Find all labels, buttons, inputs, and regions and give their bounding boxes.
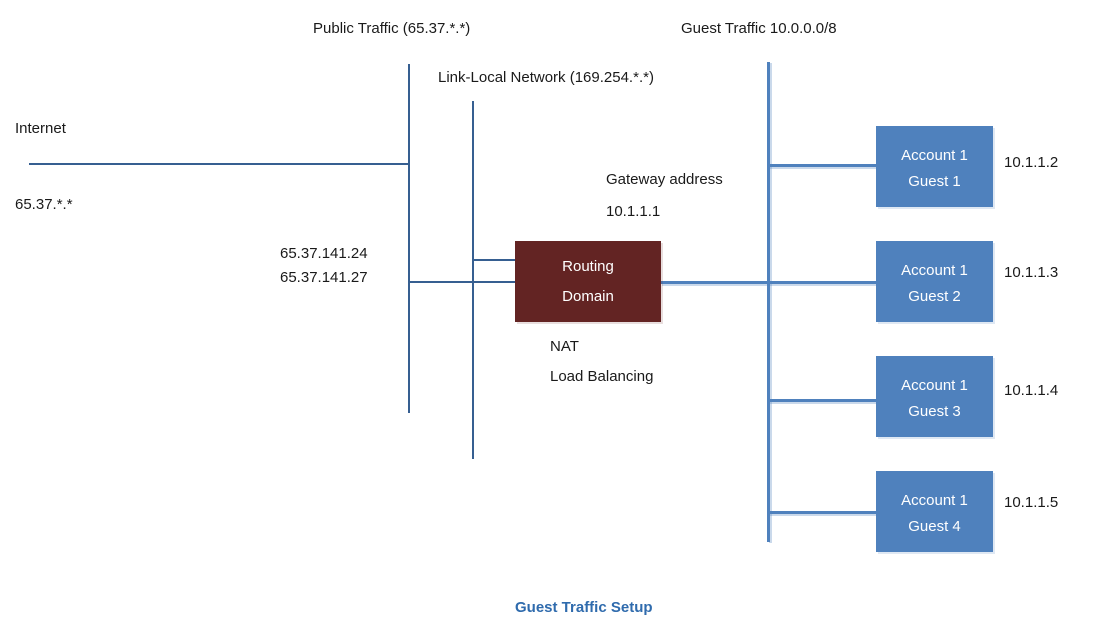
nat-ip-2: 65.37.141.27 bbox=[280, 269, 368, 286]
guest2-node: Account 1 Guest 2 bbox=[876, 241, 993, 322]
guest1-node: Account 1 Guest 1 bbox=[876, 126, 993, 207]
nat-label: NAT bbox=[550, 338, 579, 355]
guest4-ip-label: 10.1.1.5 bbox=[1004, 494, 1059, 511]
guest3-ip-label: 10.1.1.4 bbox=[1004, 382, 1059, 399]
guest2-account-label: Account 1 bbox=[901, 262, 968, 279]
public-to-routing-connector bbox=[409, 281, 516, 283]
guest2-ip-label: 10.1.1.3 bbox=[1004, 264, 1059, 281]
diagram-caption: Guest Traffic Setup bbox=[515, 599, 653, 616]
guest3-node: Account 1 Guest 3 bbox=[876, 356, 993, 437]
linklocal-to-routing-connector bbox=[473, 259, 516, 261]
link-local-line bbox=[472, 101, 474, 459]
guest4-connector bbox=[769, 511, 877, 514]
guest1-name-label: Guest 1 bbox=[908, 173, 961, 190]
guest1-connector bbox=[769, 164, 877, 167]
internet-label: Internet bbox=[15, 120, 66, 137]
gateway-address-label: Gateway address 10.1.1.1 bbox=[606, 164, 723, 228]
guest-traffic-label: Guest Traffic 10.0.0.0/8 bbox=[681, 20, 837, 37]
guest4-node: Account 1 Guest 4 bbox=[876, 471, 993, 552]
nat-ip-1: 65.37.141.24 bbox=[280, 245, 368, 262]
guest4-name-label: Guest 4 bbox=[908, 518, 961, 535]
guest4-account-label: Account 1 bbox=[901, 492, 968, 509]
routing-domain-line1: Routing bbox=[562, 257, 614, 275]
routing-functions-label: NAT Load Balancing bbox=[550, 332, 653, 392]
guest1-ip-label: 10.1.1.2 bbox=[1004, 154, 1059, 171]
guest3-name-label: Guest 3 bbox=[908, 403, 961, 420]
guest3-account-label: Account 1 bbox=[901, 377, 968, 394]
guest2-name-label: Guest 2 bbox=[908, 288, 961, 305]
nat-public-ips: 65.37.141.24 65.37.141.27 bbox=[280, 242, 368, 290]
routing-to-guest2-connector bbox=[661, 281, 877, 284]
guest3-connector bbox=[769, 399, 877, 402]
public-traffic-label: Public Traffic (65.37.*.*) bbox=[313, 20, 471, 37]
gateway-address-line2: 10.1.1.1 bbox=[606, 203, 661, 220]
load-balancing-label: Load Balancing bbox=[550, 368, 654, 385]
routing-domain-node: Routing Domain bbox=[515, 241, 661, 322]
internet-ip-label: 65.37.*.* bbox=[15, 196, 73, 213]
guest1-account-label: Account 1 bbox=[901, 147, 968, 164]
guest-traffic-line bbox=[767, 62, 770, 542]
link-local-label: Link-Local Network (169.254.*.*) bbox=[438, 69, 654, 86]
public-traffic-line bbox=[408, 64, 410, 413]
gateway-address-line1: Gateway address bbox=[606, 171, 723, 188]
internet-line bbox=[29, 163, 409, 165]
routing-domain-line2: Domain bbox=[562, 287, 614, 305]
